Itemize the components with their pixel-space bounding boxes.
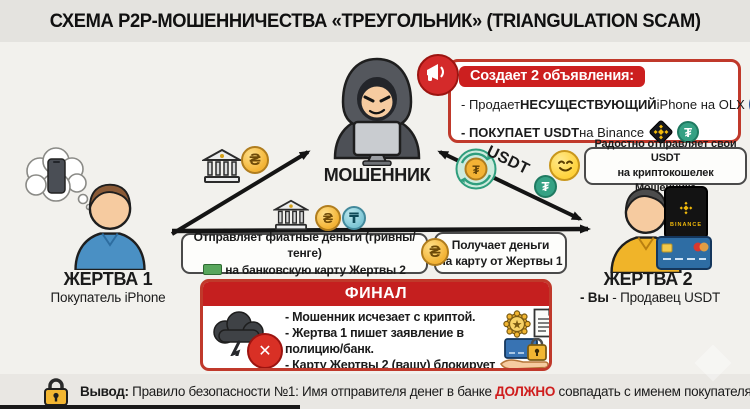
victim1-figure: [74, 183, 146, 270]
victim1-role: Покупатель iPhone: [50, 290, 166, 305]
send-fiat-box: Отправляет фиатные деньги (гривны/тенге)…: [181, 230, 428, 277]
final-lines: - Мошенник исчезает с криптой. - Жертва …: [285, 309, 501, 371]
receive-box: Получает деньги на карту от Жертвы 1: [434, 232, 567, 274]
lock-icon: [44, 378, 68, 406]
page-title: СХЕМА P2P-МОШЕННИЧЕСТВА «ТРЕУГОЛЬНИК» (T…: [49, 9, 701, 32]
megaphone-icon: [417, 54, 459, 96]
binance-phone-brand: BINANCE: [669, 221, 703, 228]
victim2-role: - Вы - Продавец USDT: [579, 290, 721, 305]
smiley-icon: [549, 150, 580, 181]
bank-card: [656, 236, 712, 270]
title-band: СХЕМА P2P-МОШЕННИЧЕСТВА «ТРЕУГОЛЬНИК» (T…: [0, 0, 750, 42]
svg-text:★: ★: [512, 318, 523, 332]
tether-coin-small: ₮: [534, 175, 557, 198]
hryvnia-coin-receive: ₴: [421, 238, 449, 266]
scammer-label: МОШЕННИК: [323, 165, 431, 185]
bottom-strip: [0, 405, 300, 409]
banknote-icon: [203, 263, 223, 275]
arrow-victim1-to-victim2: [171, 224, 591, 234]
footer-band: [0, 374, 750, 409]
binance-icon: [649, 120, 673, 144]
document-icon: [533, 308, 549, 338]
svg-text:₮: ₮: [472, 163, 480, 177]
binance-logo-icon: [679, 201, 693, 214]
card-lock-hand-icon: [500, 338, 549, 368]
footer-text: Вывод: Правило безопасности №1: Имя отпр…: [80, 384, 750, 399]
ad-box: Создает 2 объявления: - Продает НЕСУЩЕСТ…: [417, 54, 750, 144]
ad-box-header: Создает 2 объявления:: [459, 66, 645, 87]
victim1-name: ЖЕРТВА 1: [63, 269, 153, 289]
dream-phone-icon: [47, 158, 66, 194]
thought-bubble: [25, 147, 92, 211]
bank-icon-upper: [202, 148, 242, 183]
ad-line-buy: - ПОКУПАЕТ USDT на Binance ₮: [461, 120, 738, 144]
usdt-transfer-icon: ₮: [455, 148, 497, 190]
final-box: ФИНАЛ ✕ - Мошенник исчезает с криптой. -…: [200, 279, 552, 371]
bank-icon-lower: [273, 199, 309, 231]
final-header: ФИНАЛ: [203, 282, 549, 306]
police-badge-icon: ★: [503, 310, 531, 338]
hryvnia-coin-lower: ₴: [315, 205, 341, 231]
binance-phone: BINANCE: [664, 186, 708, 240]
victim2-name: ЖЕРТВА 2: [603, 269, 693, 289]
ad-line-sell: - Продает НЕСУЩЕСТВУЮЩИЙ iPhone на OLX o…: [461, 91, 750, 118]
final-body: ✕ - Мошенник исчезает с криптой. - Жертв…: [203, 306, 549, 371]
happy-note: Радостно отправляет свои USDT на крипток…: [584, 138, 747, 194]
arrow-victim1-to-scammer: [170, 150, 311, 236]
scammer-figure: [333, 57, 421, 166]
final-line3: - Карту Жертвы 2 (вашу) блокирует: [285, 358, 496, 371]
send-fiat-line2: на банковскую карту Жертвы 2: [183, 262, 426, 278]
tether-icon: ₮: [677, 121, 700, 143]
hryvnia-coin-upper: ₴: [241, 146, 269, 174]
x-circle-icon: ✕: [247, 333, 283, 368]
tenge-coin-icon: ₸: [342, 206, 366, 230]
